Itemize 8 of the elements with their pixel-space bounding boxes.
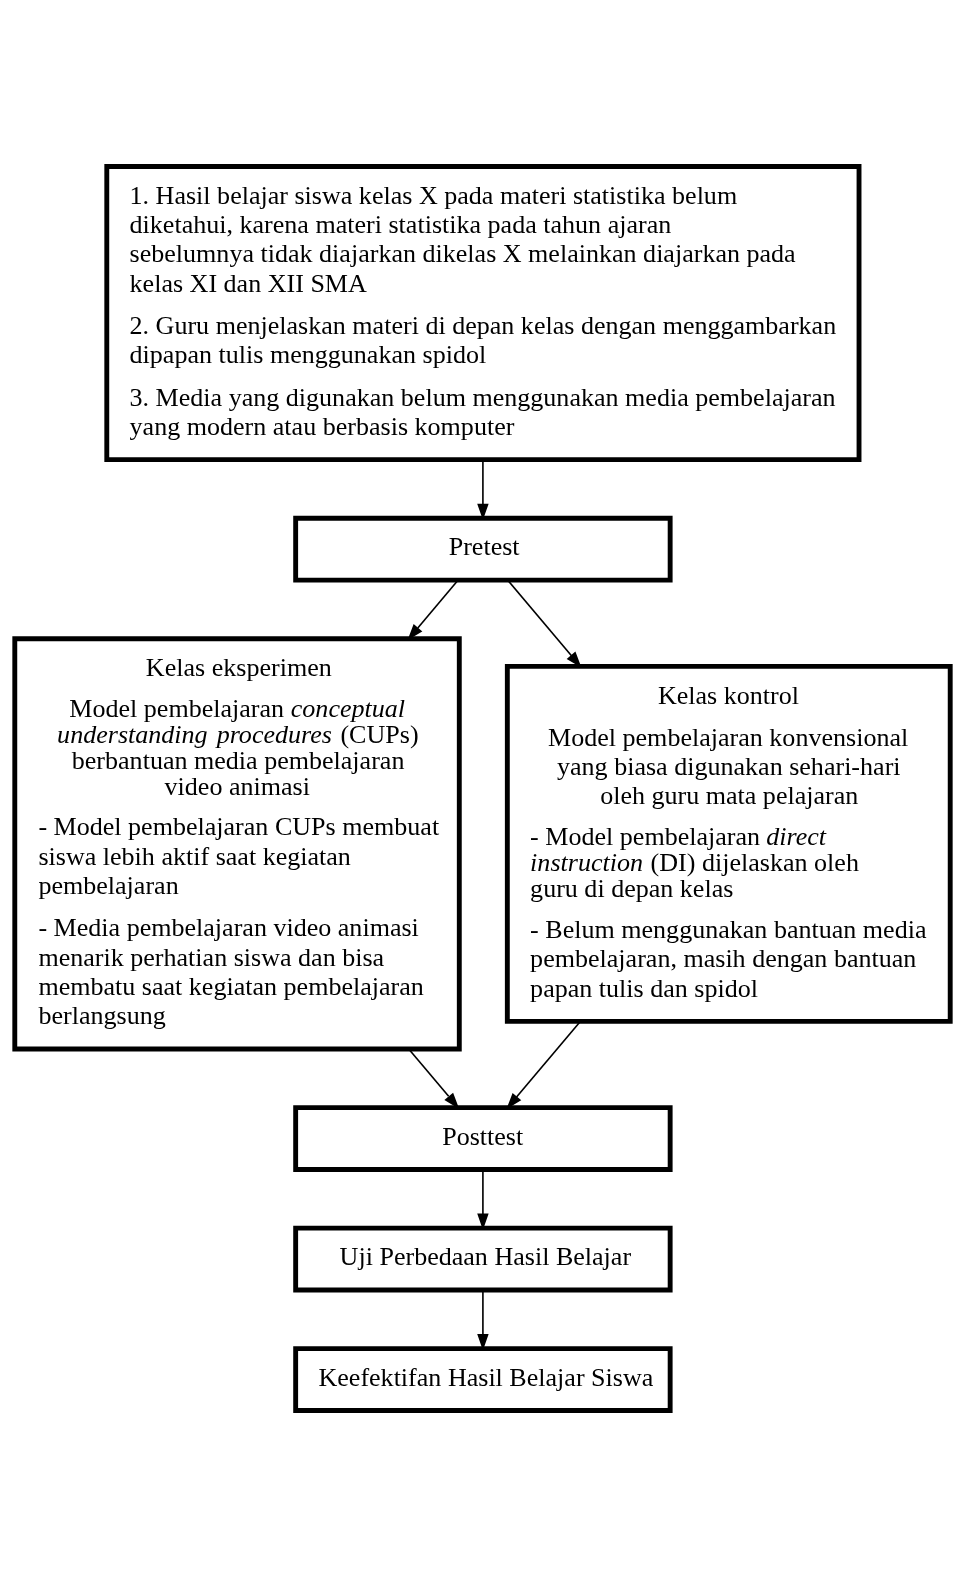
node-box: Uji Perbedaan Hasil Belajar <box>293 1225 673 1293</box>
node-box: Kelas eksperimen Model pembelajaran conceptual understanding procedures (CUPs) berbantuan media pembelajaran video animasi - Model pembelajaran CUPs membuat siswa lebih aktif saat kegiatan pembelajaran - Media pembelajaran video animasi menarik perhatian siswa dan bisa membatu saat kegiatan pembelajaran berlangsung <box>12 636 462 1052</box>
node-box: 1. Hasil belajar siswa kelas X pada materi statistika belum diketahui, karena materi statistika pada tahun ajaran sebelumnya tidak diajarkan dikelas X melainkan diajarkan pada kelas XI dan XII SMA 2. Guru menjelaskan materi di depan kelas dengan menggambarkan dipapan tulis menggunakan spidol 3. Media yang digunakan belum menggunakan media pembelajaran yang modern atau berbasis komputer <box>104 164 862 463</box>
arrow <box>408 1048 460 1109</box>
node-box: Pretest <box>293 515 673 583</box>
node-box: Posttest <box>293 1105 673 1172</box>
node-box: Keefektifan Hasil Belajar Siswa <box>293 1346 673 1413</box>
node-box: Kelas kontrol Model pembelajaran konvensional yang biasa digunakan sehari-hari oleh guru mata pelajaran - Model pembelajaran direct instruction (DI) dijelaskan oleh guru di depan kelas - Belum menggunakan bantuan media pembelajaran, masih dengan bantuan papan tulis dan spidol <box>504 663 953 1024</box>
